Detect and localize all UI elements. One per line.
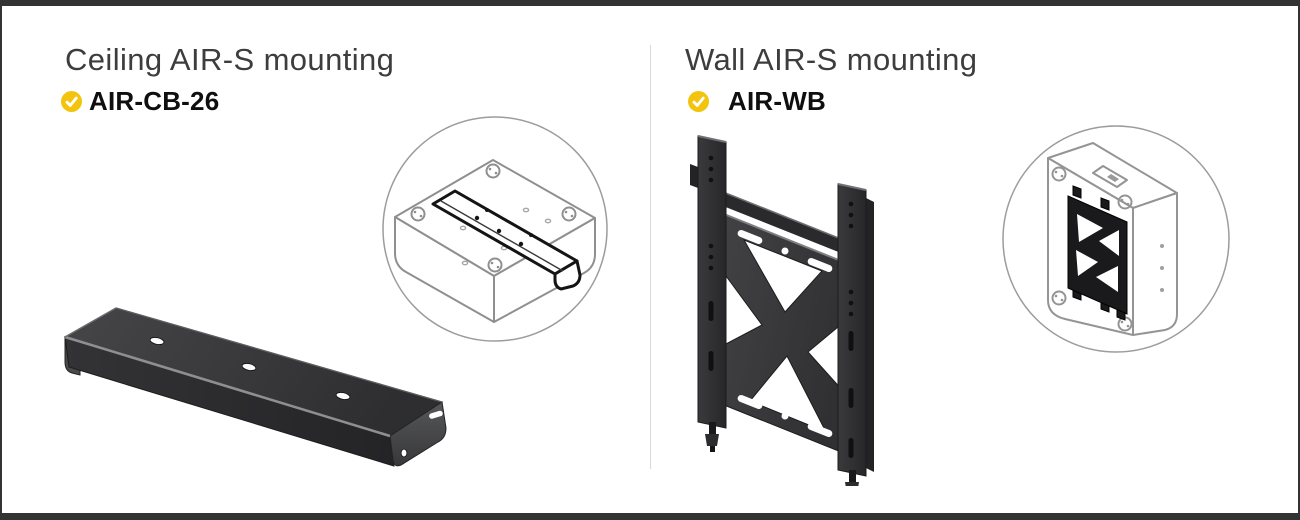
- check-circle-icon: [61, 91, 82, 112]
- section-divider: [650, 45, 651, 469]
- wall-bracket-photo: [690, 135, 874, 486]
- product-code-wall: AIR-WB: [728, 86, 826, 116]
- product-badge-row-ceiling: AIR-CB-26: [61, 86, 220, 116]
- wall-bracket-mounting-diagram: [1002, 125, 1230, 353]
- product-code-ceiling: AIR-CB-26: [89, 86, 220, 116]
- section-title-wall: Wall AIR-S mounting: [685, 42, 978, 77]
- ceiling-bracket-mounting-diagram: [382, 116, 608, 342]
- check-circle-icon: [688, 91, 709, 112]
- ceiling-bracket-photo: [63, 307, 447, 467]
- section-title-ceiling: Ceiling AIR-S mounting: [65, 42, 395, 77]
- product-badge-row-wall: AIR-WB: [688, 86, 826, 116]
